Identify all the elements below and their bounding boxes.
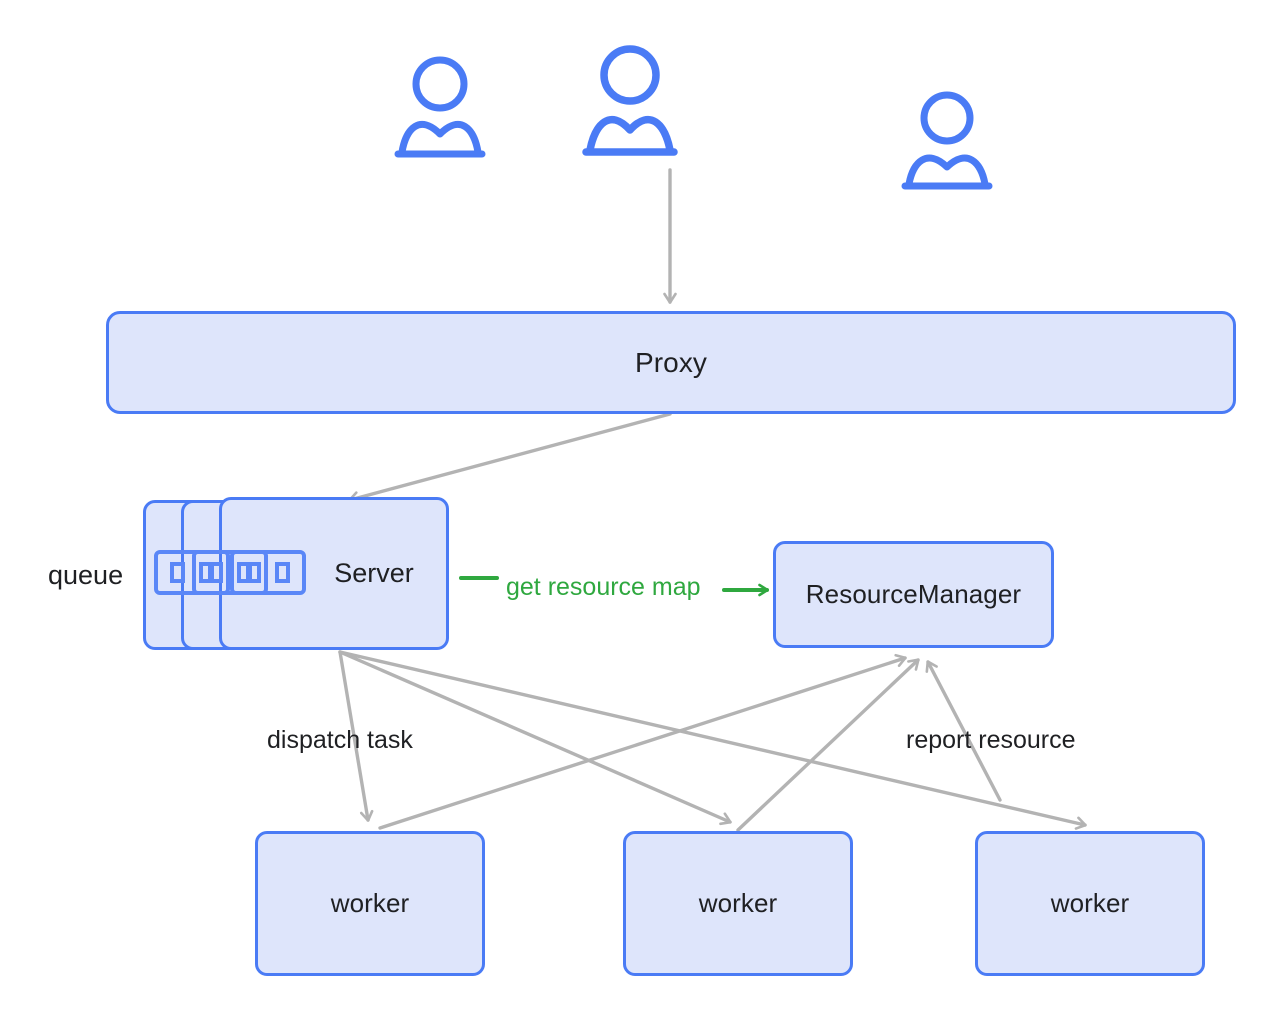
queue-slot: [246, 562, 261, 583]
queue-slot: [199, 562, 214, 583]
node-proxy[interactable]: Proxy: [106, 311, 1236, 414]
queue-slot: [275, 562, 290, 583]
user-icon-left: [394, 56, 486, 158]
server-card-front: [219, 497, 449, 650]
edge-label-dispatch-task: dispatch task: [267, 726, 413, 754]
edge-label-get-resource-map: get resource map: [506, 573, 701, 601]
node-server-stack[interactable]: Server: [143, 497, 449, 650]
queue-slot: [237, 562, 252, 583]
user-icon-right: [901, 91, 993, 190]
node-resource-manager[interactable]: ResourceManager: [773, 541, 1054, 648]
queue-widget-front: [230, 550, 306, 595]
node-worker-3[interactable]: worker: [975, 831, 1205, 976]
queue-label: queue: [48, 560, 124, 590]
user-icon-center: [582, 45, 678, 156]
node-worker-2[interactable]: worker: [623, 831, 853, 976]
edge-worker-2-to-resourcemanager: [736, 658, 920, 832]
node-server-label: Server: [334, 558, 414, 588]
edge-proxy-to-server: [348, 412, 672, 505]
edge-label-report-resource: report resource: [906, 726, 1076, 754]
queue-slot: [208, 562, 223, 583]
edge-worker-1-to-resourcemanager: [378, 653, 907, 830]
node-worker-1[interactable]: worker: [255, 831, 485, 976]
queue-slot: [170, 562, 185, 583]
